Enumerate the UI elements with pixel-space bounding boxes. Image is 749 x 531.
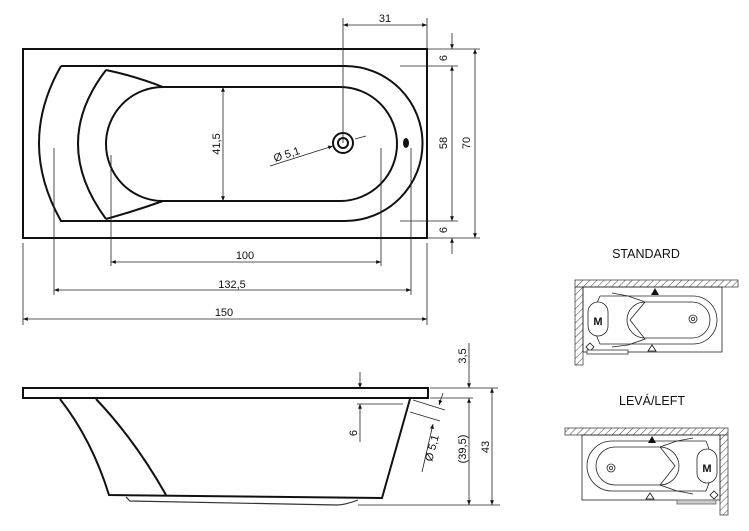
dim-150: 150 bbox=[215, 307, 233, 319]
wall-hatch bbox=[574, 279, 739, 288]
dim-41-5: 41,5 bbox=[211, 133, 223, 154]
tub-rim-side bbox=[22, 387, 429, 399]
wall-hatch bbox=[564, 427, 729, 436]
variant-standard: STANDARD M bbox=[574, 247, 739, 366]
overflow-icon bbox=[403, 138, 409, 148]
dim-43: 43 bbox=[480, 441, 492, 453]
variant-standard-label: STANDARD bbox=[612, 247, 680, 261]
motor-mark: M bbox=[593, 316, 602, 328]
side-view: 6 Ø 5,1 3,5 (39,5) 43 bbox=[22, 343, 500, 506]
headrest-curve bbox=[77, 69, 107, 220]
dim-70: 70 bbox=[461, 137, 473, 149]
panel bbox=[676, 499, 717, 505]
dim-drain-diameter: Ø 5,1 bbox=[272, 145, 301, 165]
dim-132-5: 132,5 bbox=[218, 279, 246, 291]
tub-outline bbox=[582, 286, 723, 353]
triangle-outline-icon bbox=[645, 492, 655, 500]
panel bbox=[586, 349, 629, 355]
triangle-filled-icon bbox=[648, 436, 656, 443]
dim-6-side: 6 bbox=[348, 430, 360, 436]
drain-icon bbox=[688, 314, 698, 324]
motor-mark: M bbox=[702, 463, 711, 475]
dim-3-5: 3,5 bbox=[457, 348, 469, 363]
dim-drain-diameter-side: Ø 5,1 bbox=[423, 434, 442, 463]
triangle-filled-icon bbox=[651, 288, 659, 295]
valve-icon bbox=[709, 490, 719, 500]
triangle-outline-icon bbox=[647, 344, 657, 352]
dim-39-5: (39,5) bbox=[457, 435, 469, 464]
tub-body-side bbox=[59, 398, 411, 500]
dim-58: 58 bbox=[438, 137, 450, 149]
dim-31: 31 bbox=[379, 13, 391, 25]
top-view: 31 6 58 70 6 41,5 Ø 5,1 100 132,5 150 bbox=[22, 13, 480, 325]
dim-6-top: 6 bbox=[438, 55, 450, 61]
tub-base bbox=[125, 496, 359, 506]
drain-icon bbox=[606, 463, 616, 473]
tub-outer-rim bbox=[22, 48, 428, 239]
headrest-lines bbox=[105, 69, 164, 220]
tub-inner-edge bbox=[38, 65, 424, 222]
basin-outline bbox=[105, 86, 398, 202]
dim-6-bottom: 6 bbox=[438, 227, 450, 233]
tub-outline bbox=[581, 434, 721, 501]
variant-left-label: LEVÁ/LEFT bbox=[619, 393, 685, 408]
dim-100: 100 bbox=[236, 250, 254, 262]
variant-left: LEVÁ/LEFT M bbox=[564, 393, 729, 516]
